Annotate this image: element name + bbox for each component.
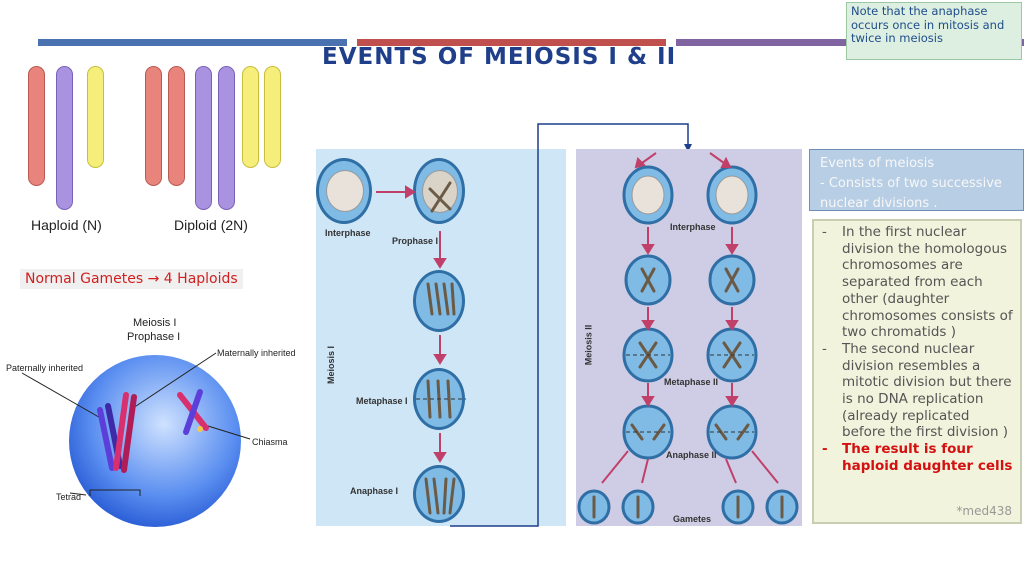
prophase-cell — [413, 158, 465, 224]
footer-credit: *med438 — [956, 504, 1012, 519]
prophase-label: Prophase I — [392, 236, 439, 246]
interphase-2-label: Interphase — [670, 222, 716, 232]
gametes-note: Normal Gametes → 4 Haploids — [20, 269, 243, 289]
tetrad-label: Tetrad — [56, 492, 82, 502]
events-heading: Events of meiosis - Consists of two succ… — [809, 149, 1024, 211]
metaphase-label: Metaphase I — [356, 396, 408, 406]
meiosis-2-panel — [576, 149, 802, 526]
paternal-label: Paternally inherited — [6, 363, 84, 373]
interphase-cell — [316, 158, 372, 224]
event-bullet-3: -The result is four haploid daughter cel… — [822, 441, 1013, 474]
gametes-label: Gametes — [673, 514, 712, 524]
event-bullet-2: -The second nuclear division resembles a… — [822, 340, 1012, 441]
events-heading-line-2: - Consists of two successive nuclear div… — [820, 176, 1002, 211]
events-heading-line-1: Events of meiosis — [820, 156, 935, 171]
maternal-label: Maternally inherited — [217, 348, 296, 358]
meiosis-1-chromosomes — [376, 181, 466, 515]
chiasma-label: Chiasma — [252, 437, 288, 447]
anaphase-2-label: Anaphase II — [666, 450, 717, 460]
anaphase-label: Anaphase I — [350, 486, 399, 496]
haploid-label: Haploid (N) — [31, 217, 102, 233]
page-title: EVENTS OF MEIOSIS I & II — [322, 44, 677, 70]
header-bar-purple — [676, 39, 850, 46]
prophase-cell-figure — [21, 352, 251, 527]
connector-arrow — [450, 123, 692, 527]
event-bullet-3-text: The result is four haploid daughter cell… — [842, 441, 1013, 474]
meiosis-2-diagram — [577, 152, 799, 525]
event-bullet-2-text: The second nuclear division resembles a … — [842, 340, 1012, 441]
prophase-figure-title-2: Prophase I — [127, 331, 181, 343]
metaphase-2-label: Metaphase II — [664, 377, 719, 387]
event-bullet-1: -In the first nuclear division the homol… — [822, 224, 1013, 341]
diploid-label: Diploid (2N) — [174, 217, 248, 233]
note-box: Note that the anaphase occurs once in mi… — [846, 2, 1022, 60]
event-bullet-1-text: In the first nuclear division the homolo… — [842, 224, 1013, 341]
interphase-label: Interphase — [325, 228, 371, 238]
header-bar-blue — [38, 39, 347, 46]
prophase-2-cell — [413, 270, 465, 332]
header-bar-red — [357, 39, 666, 46]
prophase-figure-title-1: Meiosis I — [133, 317, 177, 329]
events-body: -In the first nuclear division the homol… — [812, 219, 1022, 524]
